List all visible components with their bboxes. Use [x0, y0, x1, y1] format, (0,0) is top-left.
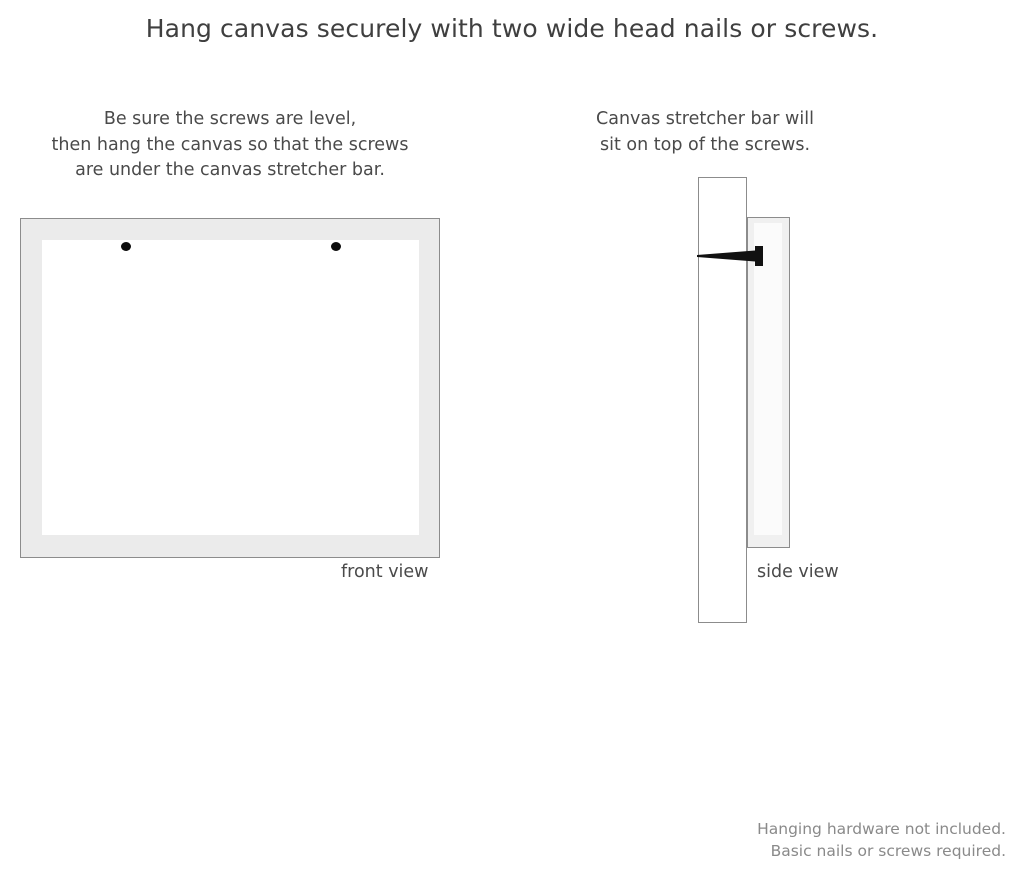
front-view-caption-line-3: are under the canvas stretcher bar. [75, 160, 385, 180]
front-view-canvas-frame [20, 218, 440, 558]
footer-note: Hanging hardware not included. Basic nai… [586, 818, 1006, 862]
footer-note-line-2: Basic nails or screws required. [770, 842, 1006, 860]
side-view-caption: Canvas stretcher bar will sit on top of … [565, 107, 845, 158]
front-view-canvas-face [42, 240, 419, 535]
side-view-label: side view [757, 562, 839, 582]
side-view-stretcher-bar-face [754, 223, 782, 535]
side-view-stretcher-bar [747, 217, 790, 548]
front-view-caption: Be sure the screws are level, then hang … [20, 107, 440, 184]
front-view-right-screw-icon [331, 242, 341, 251]
side-view-wall [698, 177, 747, 623]
front-view-left-screw-icon [121, 242, 131, 251]
side-view-screw-icon [697, 246, 763, 266]
footer-note-line-1: Hanging hardware not included. [757, 820, 1006, 838]
front-view-caption-line-1: Be sure the screws are level, [103, 109, 357, 129]
page-title: Hang canvas securely with two wide head … [145, 14, 879, 43]
side-view-caption-line-1: Canvas stretcher bar will [596, 109, 814, 129]
side-view-caption-line-2: sit on top of the screws. [599, 134, 811, 155]
front-view-label: front view [341, 562, 429, 582]
front-view-caption-line-2: then hang the canvas so that the screws [51, 134, 409, 155]
